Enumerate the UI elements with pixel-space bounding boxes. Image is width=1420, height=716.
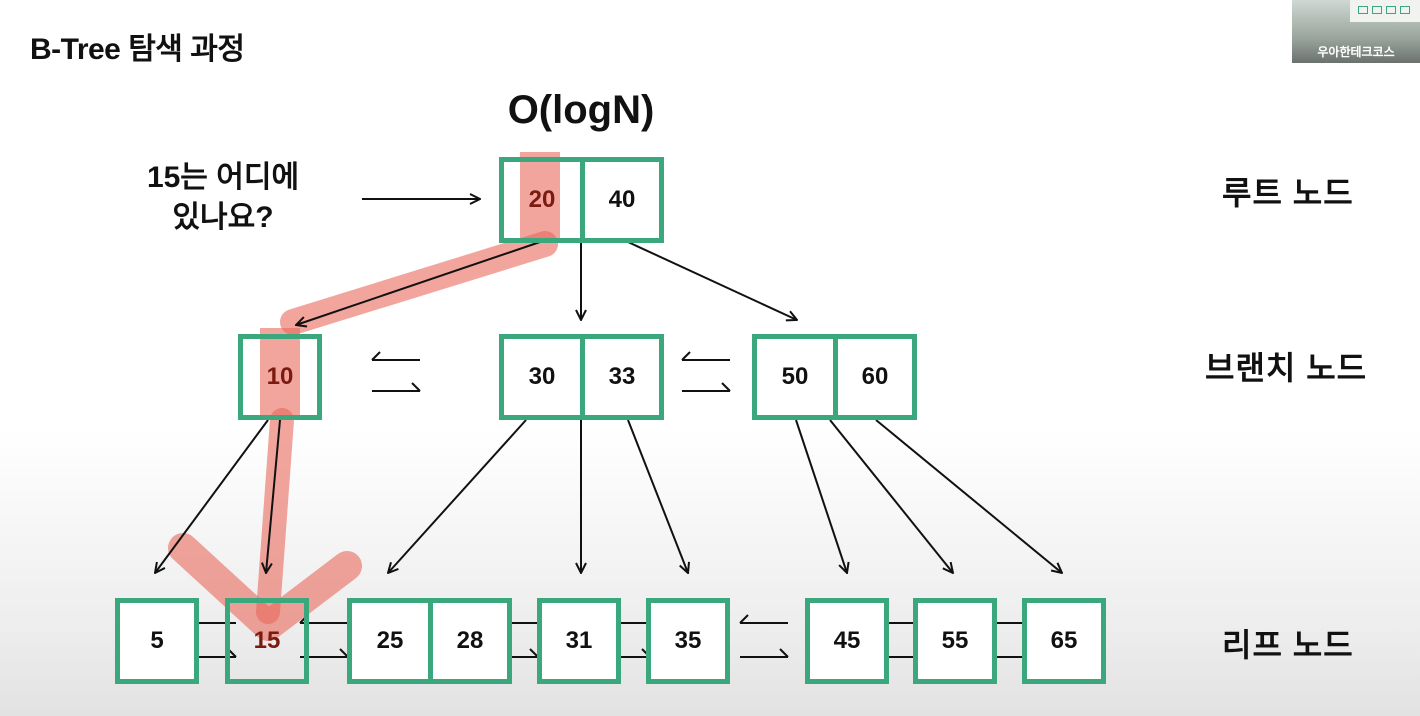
leaf-key-45: 45	[805, 598, 889, 684]
search-path	[168, 152, 560, 641]
leaf-key-25: 25	[347, 598, 433, 684]
root-pointers	[296, 241, 797, 325]
question-line-1: 15는 어디에	[146, 161, 300, 194]
leaf-key-31: 31	[537, 598, 621, 684]
leaf-key-5: 5	[115, 598, 199, 684]
branch-key-33: 33	[580, 334, 664, 420]
path-branch-to-leaf	[256, 408, 294, 624]
level-label-leaf: 리프 노드	[1222, 627, 1354, 663]
question-line-2: 있나요?	[172, 201, 274, 234]
branch-pointers	[155, 419, 1062, 573]
leaf-key-55: 55	[913, 598, 997, 684]
level-label-branch: 브랜치 노드	[1205, 350, 1368, 386]
branch-key-60: 60	[833, 334, 917, 420]
webcam-overlay: 우아한테크코스	[1292, 0, 1420, 63]
level-label-root: 루트 노드	[1222, 175, 1354, 211]
root-key-40: 40	[580, 157, 664, 243]
branch-key-10: 10	[238, 334, 322, 420]
webcam-label: 우아한테크코스	[1317, 45, 1395, 59]
path-leaf-chevron	[168, 533, 362, 641]
leaf-key-35: 35	[646, 598, 730, 684]
branch-key-50: 50	[752, 334, 838, 420]
leaf-key-65: 65	[1022, 598, 1106, 684]
complexity-label: O(logN)	[507, 88, 655, 132]
root-key-20: 20	[499, 157, 585, 243]
branch-sibling-links	[371, 351, 731, 392]
leaf-key-28: 28	[428, 598, 512, 684]
slide-title: B-Tree 탐색 과정	[30, 33, 245, 66]
search-question: 15는 어디에 있나요?	[128, 158, 318, 238]
branch-key-30: 30	[499, 334, 585, 420]
leaf-key-15: 15	[225, 598, 309, 684]
webcam-background-screen	[1350, 0, 1420, 22]
